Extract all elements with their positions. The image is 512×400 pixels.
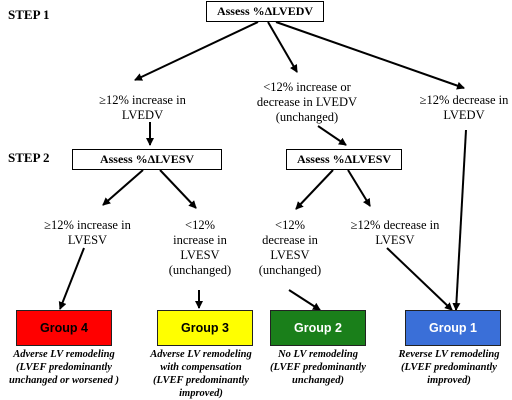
arrow-top-to-increase <box>134 21 259 81</box>
group4-title: Adverse LV remodeling <box>13 349 115 360</box>
lvesv-decrease-label: ≥12% decrease in LVESV <box>350 218 440 247</box>
assess-lvesv-mid-box: Assess %ΔLVESV <box>286 149 402 170</box>
group2-title: No LV remodeling <box>278 349 358 360</box>
lvesv-decrease-unchanged-label: <12% decrease in LVESV (unchanged) <box>258 218 322 277</box>
step1-label: STEP 1 <box>8 7 50 22</box>
group2-description: No LV remodeling (LVEF predominantly unc… <box>262 348 374 387</box>
lvesv-increase-unchanged-label: <12% increase in LVESV (unchanged) <box>168 218 232 277</box>
assess-lvesv-left-box: Assess %ΔLVESV <box>72 149 222 170</box>
arrow-leftbox-to-lvesv-unchanged <box>159 169 197 209</box>
group3-box: Group 3 <box>157 310 253 346</box>
arrow-midbox-to-lvesv-decrease12 <box>347 169 371 207</box>
group1-description: Reverse LV remodeling (LVEF predominantl… <box>386 348 512 387</box>
arrow-top-to-decrease <box>275 21 465 90</box>
group4-subtitle: (LVEF predominantly unchanged or worsene… <box>9 362 119 386</box>
arrow-lvesv-decrease12-to-group1 <box>386 247 453 311</box>
group1-box: Group 1 <box>405 310 501 346</box>
assess-lvedv-box: Assess %ΔLVEDV <box>206 1 324 22</box>
arrow-lvesv-decrease-to-group2 <box>288 289 321 311</box>
lvedv-decrease-label: ≥12% decrease in LVEDV <box>419 93 509 122</box>
lvesv-increase-label: ≥12% increase in LVESV <box>44 218 131 247</box>
arrow-lvesv-increase-to-group4 <box>58 247 85 310</box>
group2-box: Group 2 <box>270 310 366 346</box>
group4-box: Group 4 <box>16 310 112 346</box>
step2-label: STEP 2 <box>8 150 50 165</box>
arrow-unchanged-to-box <box>317 125 347 146</box>
arrow-decrease-to-group1 <box>452 129 467 311</box>
group3-subtitle: (LVEF predominantly improved) <box>153 375 249 399</box>
group1-title: Reverse LV remodeling <box>398 349 500 360</box>
arrow-top-to-unchanged <box>267 21 298 73</box>
group3-description: Adverse LV remodeling with compensation … <box>136 348 266 400</box>
group2-subtitle: (LVEF predominantly unchanged) <box>270 362 366 386</box>
group4-description: Adverse LV remodeling (LVEF predominantl… <box>0 348 128 387</box>
lvedv-increase-label: ≥12% increase in LVEDV <box>99 93 186 122</box>
lvedv-unchanged-label: <12% increase or decrease in LVEDV (unch… <box>256 80 358 124</box>
arrow-leftbox-to-lvesv-increase <box>102 169 144 206</box>
arrow-midbox-to-lvesv-decrease <box>295 169 334 210</box>
group3-title: Adverse LV remodeling with compensation <box>150 349 252 373</box>
group1-subtitle: (LVEF predominantly improved) <box>401 362 497 386</box>
